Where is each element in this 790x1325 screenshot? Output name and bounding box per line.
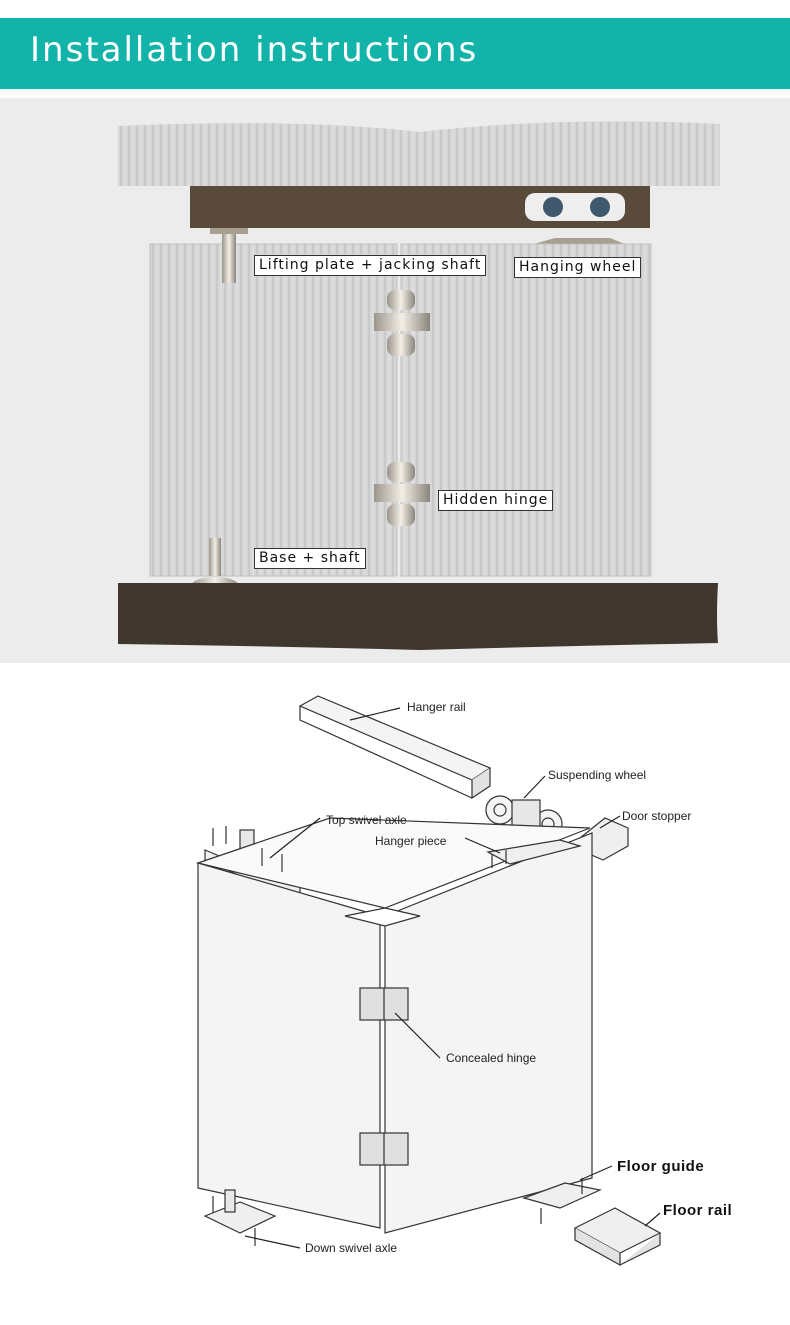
photo-illustration: [118, 121, 720, 650]
base-shaft: [209, 538, 221, 576]
label-lifting-plate: Lifting plate + jacking shaft: [254, 255, 487, 276]
label-hidden-hinge: Hidden hinge: [438, 490, 554, 511]
door-panel-left: [149, 243, 398, 577]
label-door-stopper: Door stopper: [622, 809, 692, 823]
folding-door-photo: Lifting plate + jacking shaft Hanging wh…: [0, 98, 790, 663]
lifting-shaft: [222, 228, 236, 283]
label-floor-guide: Floor guide: [617, 1158, 705, 1175]
header-banner: Installation instructions: [0, 18, 790, 89]
label-floor-rail: Floor rail: [663, 1202, 733, 1219]
label-hanger-piece: Hanger piece: [375, 834, 447, 848]
label-base-shaft: Base + shaft: [254, 548, 366, 569]
label-hanging-wheel: Hanging wheel: [514, 257, 642, 278]
ceiling: [118, 121, 720, 186]
diagram-illustration: [195, 695, 662, 1267]
door-panel-right: [400, 243, 652, 577]
label-hanger-rail: Hanger rail: [407, 700, 466, 714]
label-down-swivel-axle: Down swivel axle: [305, 1241, 398, 1255]
hidden-hinge-top: [374, 290, 430, 356]
folded-panel-left: [197, 862, 381, 1229]
floor: [118, 583, 718, 650]
label-suspending-wheel: Suspending wheel: [548, 768, 647, 782]
label-concealed-hinge: Concealed hinge: [446, 1051, 537, 1065]
label-top-swivel-axle: Top swivel axle: [326, 813, 407, 827]
hidden-hinge-bottom: [374, 462, 430, 526]
exploded-diagram: Hanger rail Suspending wheel Door stoppe…: [0, 668, 790, 1325]
page-title: Installation instructions: [30, 30, 479, 70]
